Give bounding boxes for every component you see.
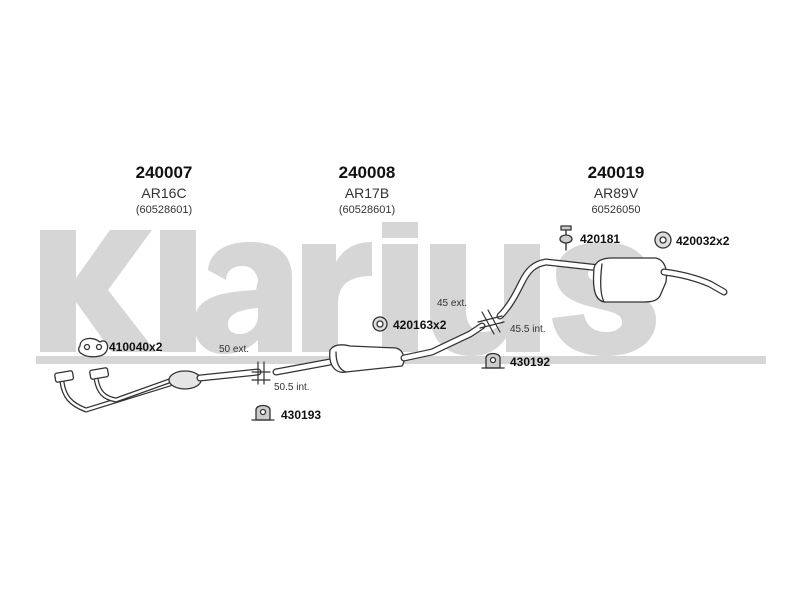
part-group-3: 240019 AR89V 60526050 [556, 163, 676, 216]
dimension-front-int: 50.5 int. [274, 382, 310, 393]
part-group-2: 240008 AR17B (60528601) [307, 163, 427, 216]
front-downpipe-240007 [54, 367, 262, 413]
joint-marker-rear [477, 309, 505, 335]
hardware-label-420181: 420181 [580, 232, 621, 246]
dimension-rear-ext: 45 ext. [437, 298, 468, 309]
part-code: AR89V [593, 185, 639, 201]
oe-number: (60528601) [338, 204, 396, 216]
oe-number: 60526050 [591, 204, 641, 216]
gasket-icon [78, 337, 109, 358]
centre-silencer-240008 [272, 322, 486, 376]
sealing-ring-icon-small [372, 316, 388, 332]
part-code: AR17B [344, 185, 390, 201]
hardware-label-420163: 420163x2 [393, 318, 447, 332]
rubber-mount-icon-front [251, 404, 275, 421]
joint-marker-front [251, 361, 271, 385]
part-number: 240019 [587, 163, 645, 182]
dimension-rear-int: 45.5 int. [510, 324, 546, 335]
dimension-front-ext: 50 ext. [219, 344, 250, 355]
sealing-ring-icon-large [654, 231, 672, 249]
oe-number: (60528601) [135, 204, 193, 216]
hardware-label-410040: 410040x2 [109, 340, 163, 354]
hardware-label-420032: 420032x2 [676, 234, 730, 248]
part-number: 240007 [135, 163, 193, 182]
clamp-icon [559, 225, 573, 251]
rubber-mount-icon-rear [481, 352, 505, 369]
rear-silencer-240019 [496, 257, 728, 320]
part-group-1: 240007 AR16C (60528601) [104, 163, 224, 216]
part-code: AR16C [141, 185, 187, 201]
part-number: 240008 [338, 163, 396, 182]
hardware-label-430192: 430192 [510, 355, 551, 369]
hardware-label-430193: 430193 [281, 408, 322, 422]
